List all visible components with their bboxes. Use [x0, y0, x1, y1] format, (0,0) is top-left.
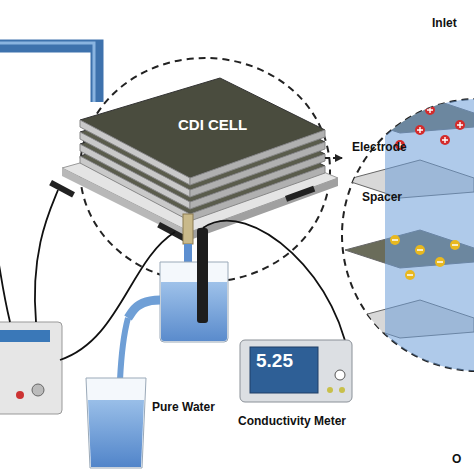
anion [435, 257, 445, 267]
cation [405, 95, 415, 105]
cation [440, 135, 450, 145]
cation [425, 105, 435, 115]
conductivity-probe [197, 228, 208, 323]
part-label: Electrode [352, 140, 407, 154]
cell-label: CDI CELL [178, 116, 247, 133]
anion [437, 261, 443, 262]
zoom-arrow [325, 157, 342, 159]
power-supply [0, 322, 62, 414]
anion [452, 244, 458, 245]
meter-reading: 5.25 [256, 350, 293, 372]
wire [35, 190, 58, 322]
anion [407, 274, 413, 275]
anion [390, 235, 400, 245]
inlet-pipe [0, 46, 97, 102]
node-box: CDI CELL [80, 78, 325, 238]
cell-plate [190, 130, 325, 185]
cation [407, 97, 413, 103]
outlet-tube [183, 214, 193, 244]
node-box: 5.25Conductivity Meter [238, 338, 374, 434]
collection-beaker [120, 262, 228, 380]
anion [450, 240, 460, 250]
device-label: Conductivity Meter [238, 414, 346, 428]
cell-plate [80, 120, 190, 185]
cation [457, 122, 463, 128]
wire [0, 250, 10, 322]
anion [392, 239, 398, 240]
cation [447, 92, 453, 98]
anion [405, 270, 415, 280]
anion [415, 245, 425, 255]
pipe-highlight [0, 43, 94, 102]
cation [417, 127, 423, 133]
cell-plate [80, 78, 325, 178]
part-label: Inlet [432, 16, 457, 30]
cation [455, 120, 465, 130]
part-label: Spacer [362, 190, 402, 204]
cation [445, 90, 455, 100]
meter-device [240, 340, 352, 402]
zoom-detail [345, 12, 474, 460]
node-box: InletElectrodeSpacerO [342, 0, 474, 474]
cdi-cell-drawing [49, 78, 338, 241]
pure-water-glass [86, 378, 146, 468]
wire [60, 232, 175, 360]
cation [442, 137, 448, 143]
cation [427, 107, 433, 113]
vessel-label: Pure Water [152, 400, 215, 414]
cation [415, 125, 425, 135]
part-label: O [452, 452, 461, 466]
anion [417, 249, 423, 250]
node-box: Pure Water [80, 372, 220, 472]
